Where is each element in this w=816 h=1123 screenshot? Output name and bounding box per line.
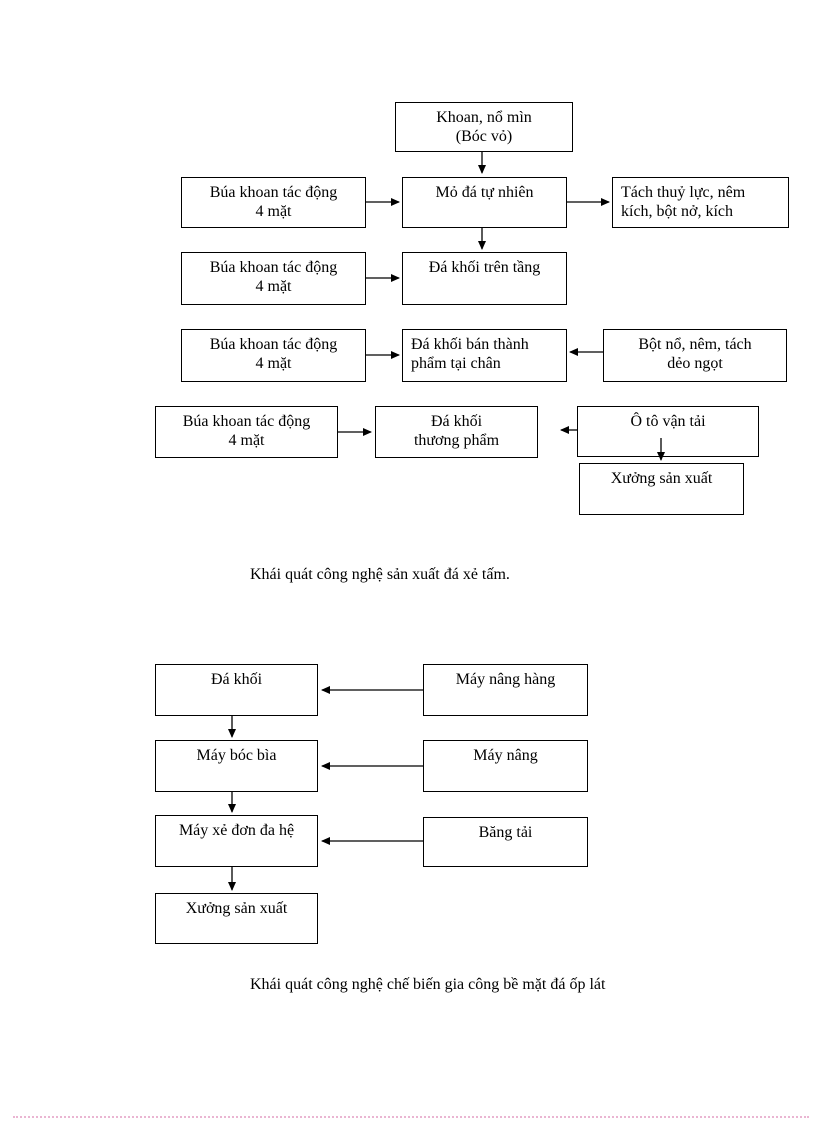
d1-box-bua-khoan-3: Búa khoan tác động 4 mặt xyxy=(181,329,366,382)
d1-box-o-to-van-tai: Ô tô vận tải xyxy=(577,406,759,457)
d2-box-bang-tai: Băng tải xyxy=(423,817,588,867)
d1-box-bot-no-nem-tach: Bột nổ, nêm, tách dẻo ngọt xyxy=(603,329,787,382)
d1-box-xuong-san-xuat: Xưởng sản xuất xyxy=(579,463,744,515)
d1-box-da-khoi-ban-thanh-pham: Đá khối bán thành phẩm tại chân xyxy=(402,329,567,382)
d1-box-bua-khoan-1: Búa khoan tác động 4 mặt xyxy=(181,177,366,228)
d1-box-tach-thuy-luc: Tách thuỷ lực, nêm kích, bột nở, kích xyxy=(612,177,789,228)
d1-box-bua-khoan-4: Búa khoan tác động 4 mặt xyxy=(155,406,338,458)
d2-box-da-khoi: Đá khối xyxy=(155,664,318,716)
d2-box-may-nang-hang: Máy nâng hàng xyxy=(423,664,588,716)
d2-box-may-xe-don-da-he: Máy xẻ đơn đa hệ xyxy=(155,815,318,867)
d2-box-may-nang: Máy nâng xyxy=(423,740,588,792)
d2-box-may-boc-bia: Máy bóc bìa xyxy=(155,740,318,792)
d1-box-mo-da-tu-nhien: Mỏ đá tự nhiên xyxy=(402,177,567,228)
d2-caption: Khái quát công nghệ chế biến gia công bề… xyxy=(250,976,606,993)
d1-box-bua-khoan-2: Búa khoan tác động 4 mặt xyxy=(181,252,366,305)
d1-box-da-khoi-thuong-pham: Đá khối thương phẩm xyxy=(375,406,538,458)
d2-box-xuong-san-xuat: Xưởng sản xuất xyxy=(155,893,318,944)
page-bottom-dotted-rule xyxy=(13,1116,809,1118)
d1-box-khoan-no-min: Khoan, nổ mìn (Bóc vỏ) xyxy=(395,102,573,152)
d1-caption: Khái quát công nghệ sản xuất đá xẻ tấm. xyxy=(250,566,510,583)
d1-box-da-khoi-tren-tang: Đá khối trên tầng xyxy=(402,252,567,305)
